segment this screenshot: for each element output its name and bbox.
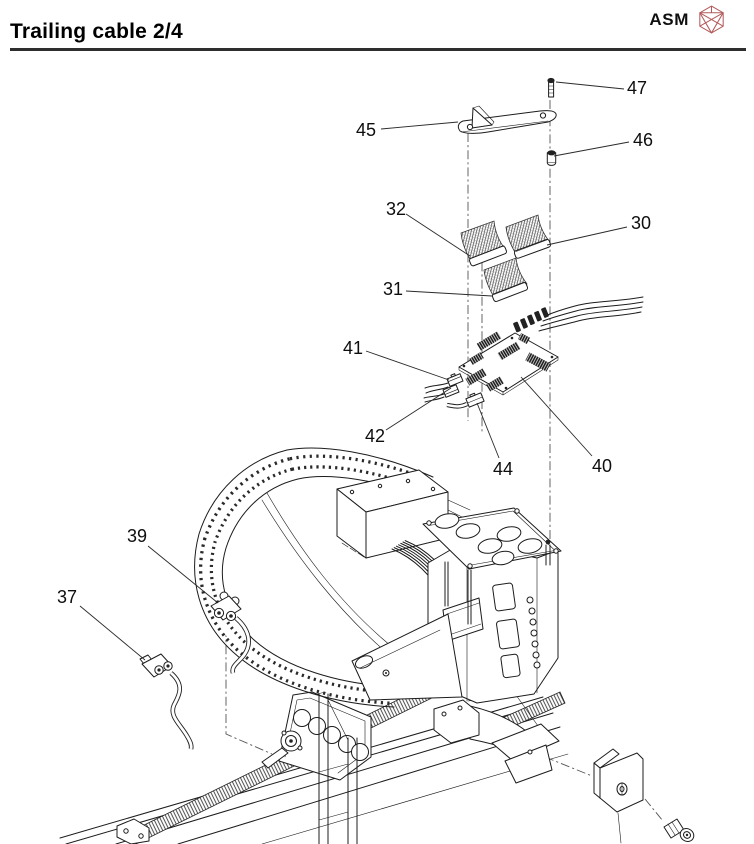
callout-leader-32 bbox=[405, 213, 471, 257]
frame-plate-2 bbox=[504, 744, 553, 784]
interface-pcb bbox=[458, 331, 559, 396]
harness-connector-tips bbox=[513, 307, 549, 333]
callout-labels: 47 45 46 32 30 31 41 42 44 40 39 37 bbox=[57, 78, 653, 607]
callout-leader-31 bbox=[405, 290, 493, 297]
head-carriage bbox=[351, 507, 562, 704]
callout-label-42: 42 bbox=[365, 426, 385, 446]
bracket-45 bbox=[457, 105, 557, 134]
callout-leader-41 bbox=[365, 350, 450, 381]
callout-leader-40 bbox=[520, 376, 593, 457]
l-bracket bbox=[593, 748, 644, 844]
machine-frame bbox=[59, 680, 569, 844]
callout-leader-44 bbox=[476, 402, 500, 459]
header-rule bbox=[10, 48, 746, 51]
frame-plate bbox=[491, 723, 560, 762]
callout-leader-45 bbox=[380, 121, 459, 130]
screw-column bbox=[526, 596, 541, 669]
callout-label-32: 32 bbox=[386, 199, 406, 219]
callout-label-47: 47 bbox=[627, 78, 647, 98]
callout-leader-lines bbox=[79, 81, 630, 661]
cable-plug-42 bbox=[423, 384, 460, 403]
pivot-assembly bbox=[261, 730, 303, 769]
callout-label-40: 40 bbox=[592, 456, 612, 476]
cable-plug-41 bbox=[424, 373, 464, 394]
callout-leader-46 bbox=[553, 141, 630, 157]
page-title: Trailing cable 2/4 bbox=[10, 20, 183, 43]
callout-label-37: 37 bbox=[57, 587, 77, 607]
callout-label-39: 39 bbox=[127, 526, 147, 546]
callout-label-30: 30 bbox=[631, 213, 651, 233]
callout-leader-47 bbox=[555, 81, 625, 90]
callout-label-45: 45 bbox=[356, 120, 376, 140]
ribbon-cable-30 bbox=[505, 214, 552, 259]
wire-harness bbox=[513, 296, 644, 333]
mount-plate bbox=[422, 507, 562, 625]
asm-logo-icon bbox=[699, 5, 724, 34]
connector-37 bbox=[139, 653, 194, 750]
asm-logo-text: ASM bbox=[649, 9, 689, 29]
callout-label-46: 46 bbox=[633, 130, 653, 150]
callout-leader-30 bbox=[546, 226, 628, 246]
screw-47 bbox=[547, 77, 555, 98]
callout-label-31: 31 bbox=[383, 279, 403, 299]
mount-screw bbox=[663, 818, 695, 842]
callout-leader-37 bbox=[79, 605, 146, 661]
callout-leader-42 bbox=[385, 387, 452, 431]
connector-39 bbox=[210, 591, 251, 674]
ribbon-cable-32 bbox=[460, 220, 507, 267]
frame-bracket bbox=[433, 699, 480, 744]
assembly-axis-lines bbox=[225, 100, 664, 822]
gusset-plate bbox=[351, 613, 463, 701]
callout-leader-39 bbox=[147, 545, 219, 604]
end-bracket-left bbox=[116, 818, 150, 844]
callout-label-41: 41 bbox=[343, 338, 363, 358]
cable-plug-44 bbox=[446, 392, 485, 409]
ribbon-cable-31 bbox=[483, 257, 529, 302]
callout-label-44: 44 bbox=[493, 459, 513, 479]
asm-logo: ASM bbox=[649, 4, 727, 35]
spacer-46 bbox=[546, 150, 557, 166]
